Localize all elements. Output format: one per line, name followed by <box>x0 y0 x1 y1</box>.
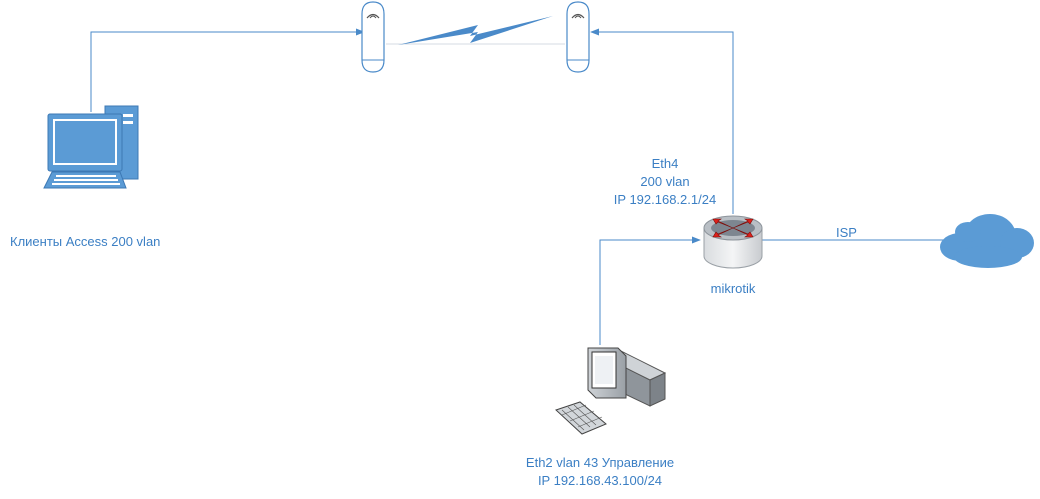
router-vlan-label: 200 vlan <box>640 174 690 189</box>
wireless-bridge-icon <box>361 1 385 73</box>
router-ip-label: IP 192.168.2.1/24 <box>613 192 717 207</box>
router-port-info: Eth4 200 vlan IP 192.168.2.1/24 <box>585 155 745 209</box>
management-ip-label: IP 192.168.43.100/24 <box>537 473 663 488</box>
link-management-to-router <box>599 236 701 345</box>
desktop-pc-icon <box>43 105 139 189</box>
link-clients-to-bridge-a <box>90 28 365 112</box>
workstation-icon <box>555 347 667 435</box>
radio-link-icon <box>398 16 553 45</box>
clients-label: Клиенты Access 200 vlan <box>10 234 161 249</box>
router-icon <box>703 215 763 269</box>
router-port-label: Eth4 <box>651 156 679 171</box>
links <box>90 28 945 345</box>
link-router-to-bridge-b <box>590 28 734 214</box>
management-port-label: Eth2 vlan 43 Управление <box>525 455 675 470</box>
wireless-bridge-icon <box>566 1 590 73</box>
cloud-icon <box>940 214 1034 268</box>
router-name-label: mikrotik <box>710 281 756 296</box>
isp-label: ISP <box>836 225 857 240</box>
management-info: Eth2 vlan 43 Управление IP 192.168.43.10… <box>480 454 720 490</box>
